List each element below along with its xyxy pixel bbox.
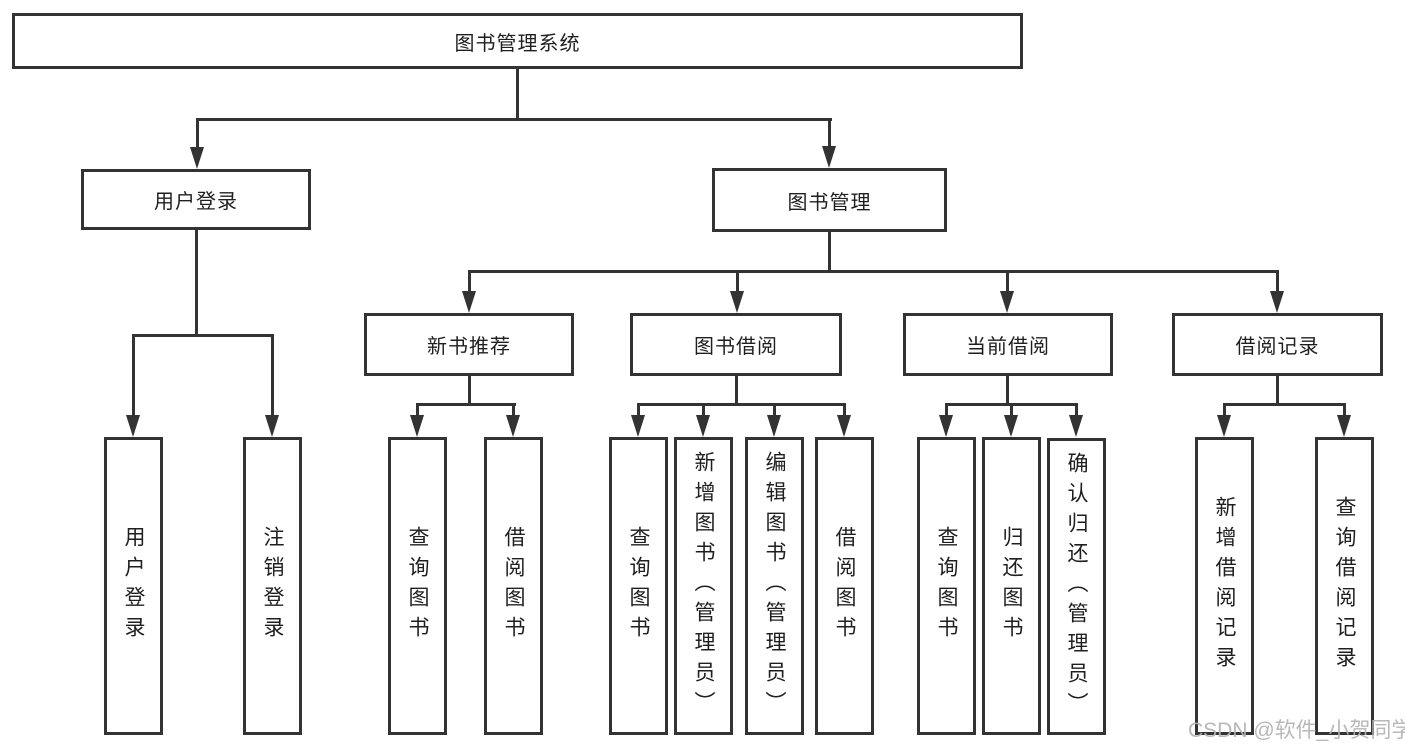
connector-line [132,334,274,337]
leaf-query-books-newbook-label: 查询图书 [406,526,429,646]
leaf-logout-label: 注销登录 [261,526,284,646]
arrowhead-icon [126,415,140,437]
leaf-user-login: 用户登录 [104,437,163,735]
node-book-borrowing: 图书借阅 [630,313,842,376]
connector-line [271,334,274,416]
leaf-borrow-books-newbook: 借阅图书 [484,437,543,735]
node-borrowing-records-label: 借阅记录 [1235,336,1320,358]
leaf-edit-books-admin: 编辑图书（管理员） [745,437,804,735]
leaf-borrow-books-newbook-label: 借阅图书 [502,526,525,646]
leaf-query-books-current: 查询图书 [917,437,976,735]
arrowhead-icon [1270,291,1284,313]
connector-line [516,69,519,120]
leaf-add-books-admin-label: 新增图书（管理员） [692,451,715,721]
connector-line [1276,376,1279,406]
arrowhead-icon [1069,415,1083,437]
connector-line [637,403,640,416]
leaf-query-books-current-label: 查询图书 [935,526,958,646]
connector-line [512,403,515,416]
node-current-borrowing-label: 当前借阅 [966,336,1050,358]
leaf-confirm-return-admin-label: 确认归还（管理员） [1065,451,1088,722]
node-book-management: 图书管理 [712,168,947,232]
leaf-query-books-newbook: 查询图书 [388,437,447,735]
arrowhead-icon [410,415,424,437]
connector-line [196,118,832,121]
leaf-add-borrow-record: 新增借阅记录 [1195,437,1254,735]
leaf-edit-books-admin-label: 编辑图书（管理员） [763,451,786,721]
arrowhead-icon [730,291,744,313]
node-root: 图书管理系统 [12,13,1023,69]
node-book-management-label: 图书管理 [787,191,872,214]
connector-line [1010,403,1013,416]
leaf-add-borrow-record-label: 新增借阅记录 [1213,496,1236,676]
connector-line [468,270,471,293]
arrowhead-icon [190,147,204,169]
node-current-borrowing: 当前借阅 [903,313,1113,376]
leaf-query-borrow-record: 查询借阅记录 [1315,437,1374,735]
connector-line [1006,270,1009,293]
connector-line [468,376,471,406]
connector-line [736,270,739,293]
connector-line [828,232,831,273]
arrowhead-icon [696,415,710,437]
connector-line [1343,403,1346,416]
arrowhead-icon [837,415,851,437]
connector-line [416,403,419,416]
leaf-query-books-borrow-label: 查询图书 [627,526,650,646]
arrowhead-icon [631,415,645,437]
arrowhead-icon [506,415,520,437]
node-user-login: 用户登录 [81,169,311,230]
leaf-query-borrow-record-label: 查询借阅记录 [1333,496,1356,676]
connector-line [773,403,776,416]
leaf-user-login-label: 用户登录 [122,526,145,646]
node-root-label: 图书管理系统 [454,32,581,55]
leaf-return-books: 归还图书 [982,437,1041,735]
connector-line [1223,403,1226,416]
arrowhead-icon [939,415,953,437]
connector-line [945,403,948,416]
leaf-borrow-books-label: 借阅图书 [833,526,856,646]
arrowhead-icon [265,415,279,437]
connector-line [1276,270,1279,293]
connector-line [828,118,831,147]
arrowhead-icon [1337,415,1351,437]
connector-line [416,403,516,406]
node-user-login-label: 用户登录 [154,191,238,213]
connector-line [132,334,135,416]
node-borrowing-records: 借阅记录 [1172,313,1383,376]
connector-line [196,118,199,148]
arrowhead-icon [1217,415,1231,437]
connector-line [1006,376,1009,406]
csdn-watermark: CSDN @软件_小贺同学 [1188,719,1405,742]
node-new-book-recommend: 新书推荐 [364,313,574,376]
node-new-book-recommend-label: 新书推荐 [427,336,511,358]
leaf-add-books-admin: 新增图书（管理员） [674,437,733,735]
node-book-borrowing-label: 图书借阅 [694,336,778,358]
connector-line [468,270,1278,273]
leaf-logout: 注销登录 [243,437,302,735]
connector-line [195,230,198,337]
leaf-return-books-label: 归还图书 [1000,526,1023,646]
leaf-borrow-books: 借阅图书 [815,437,874,735]
connector-line [1075,403,1078,416]
arrowhead-icon [1000,291,1014,313]
arrowhead-icon [462,291,476,313]
connector-line [702,403,705,416]
arrowhead-icon [767,415,781,437]
arrowhead-icon [1004,415,1018,437]
connector-line [843,403,846,416]
connector-line [637,403,845,406]
leaf-query-books-borrow: 查询图书 [609,437,668,735]
arrowhead-icon [822,146,836,168]
connector-line [735,376,738,406]
leaf-confirm-return-admin: 确认归还（管理员） [1047,438,1106,735]
connector-line [1223,403,1346,406]
